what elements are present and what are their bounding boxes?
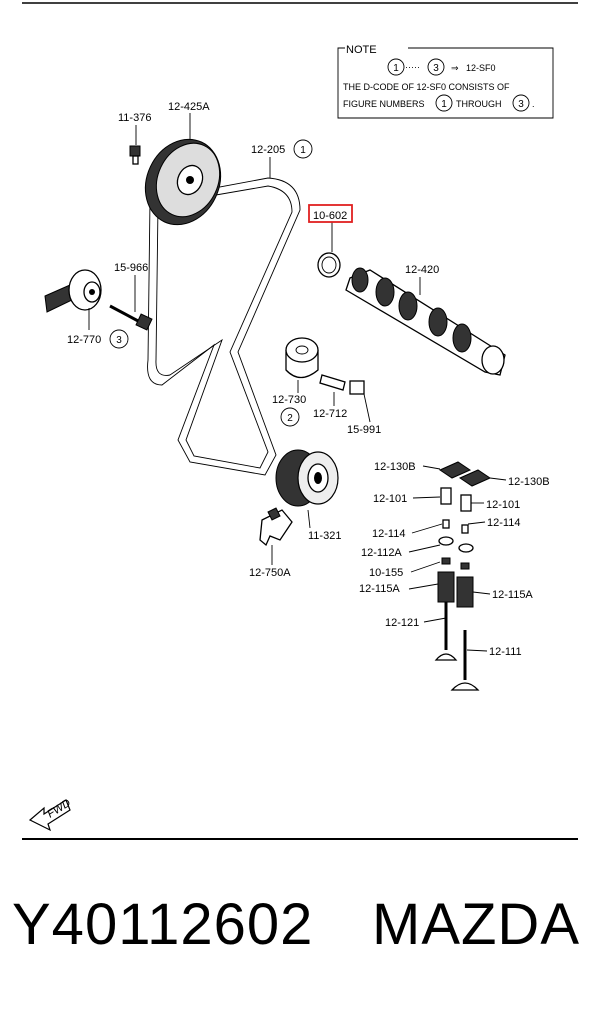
camshaft-bolt[interactable] — [129, 145, 141, 165]
rocker-arm-left[interactable] — [438, 461, 472, 479]
label-12-770-num: 3 — [116, 335, 122, 346]
label-12-750a: 12-750A — [249, 567, 291, 579]
brand-name: MAZDA — [372, 892, 580, 957]
valve-spring-left[interactable] — [437, 571, 455, 603]
valve-spring-right[interactable] — [456, 576, 474, 608]
valve-keeper-left[interactable] — [441, 557, 451, 565]
note-line2: THE D-CODE OF 12-SF0 CONSISTS OF — [343, 82, 510, 92]
highlight-box — [308, 204, 353, 223]
label-12-770: 12-770 — [67, 334, 101, 346]
label-12-112a: 12-112A — [361, 547, 402, 559]
part-number: Y40112602 — [12, 892, 314, 957]
crankshaft-pulley[interactable] — [275, 449, 339, 507]
valve-seal-left[interactable] — [442, 519, 450, 529]
label-12-115a-left: 12-115A — [359, 583, 400, 595]
note-range-end: 3 — [433, 63, 439, 74]
note-heading: NOTE — [346, 44, 377, 56]
label-11-376: 11-376 — [118, 112, 151, 124]
label-10-155: 10-155 — [369, 567, 403, 579]
belt-tensioner[interactable] — [44, 269, 102, 313]
label-12-712: 12-712 — [313, 408, 347, 420]
label-11-321: 11-321 — [308, 530, 341, 542]
label-12-121: 12-121 — [385, 617, 419, 629]
intake-valve[interactable] — [434, 602, 458, 661]
label-12-205: 12-205 — [251, 144, 285, 156]
spring-seat-right[interactable] — [458, 543, 474, 553]
label-12-205-num: 1 — [300, 145, 306, 156]
note-arrow: ⇒ — [451, 63, 459, 73]
note-line3-suffix: . — [532, 99, 535, 109]
lash-adjuster-right[interactable] — [460, 494, 472, 512]
label-12-420: 12-420 — [405, 264, 439, 276]
idler-nut[interactable] — [349, 380, 365, 395]
label-15-991: 15-991 — [347, 424, 381, 436]
label-12-101-right: 12-101 — [486, 499, 520, 511]
valve-train — [434, 461, 492, 691]
label-12-114-right: 12-114 — [487, 517, 520, 529]
idler-pulley[interactable] — [285, 337, 319, 379]
note-line3-end: 3 — [518, 99, 524, 110]
label-12-130b-left: 12-130B — [374, 461, 416, 473]
camshaft[interactable] — [345, 267, 506, 376]
label-12-111: 12-111 — [489, 646, 522, 658]
label-12-730: 12-730 — [272, 394, 306, 406]
valve-seal-right[interactable] — [461, 524, 469, 534]
lash-adjuster-left[interactable] — [440, 487, 452, 505]
note-box: NOTE 1 ····· 3 ⇒ 12-SF0 THE D-CODE OF 12… — [337, 44, 554, 119]
label-15-966: 15-966 — [114, 262, 148, 274]
note-line3-mid: THROUGH — [456, 99, 502, 109]
label-12-101-left: 12-101 — [373, 493, 407, 505]
exhaust-valve[interactable] — [450, 630, 480, 691]
fwd-arrow-icon: FWD — [28, 797, 73, 832]
timing-belt[interactable] — [147, 177, 301, 476]
label-12-130b-right: 12-130B — [508, 476, 550, 488]
tensioner-bolt[interactable] — [109, 304, 153, 331]
oil-seal[interactable] — [317, 252, 341, 278]
label-12-730-num: 2 — [287, 413, 293, 424]
spring-seat-left[interactable] — [438, 536, 454, 546]
camshaft-pulley[interactable] — [132, 127, 234, 237]
valve-keeper-right[interactable] — [460, 562, 470, 570]
label-12-115a-right: 12-115A — [492, 589, 533, 601]
note-line3-start: 1 — [441, 99, 447, 110]
note-line3-prefix: FIGURE NUMBERS — [343, 99, 425, 109]
note-code: 12-SF0 — [466, 63, 496, 73]
label-12-114-left: 12-114 — [372, 528, 405, 540]
note-range-start: 1 — [393, 63, 399, 74]
label-10-602: 10-602 — [313, 210, 347, 222]
note-range-dots: ····· — [405, 62, 420, 72]
idler-stud[interactable] — [319, 374, 346, 391]
label-12-425a: 12-425A — [168, 101, 210, 113]
belt-guide-bracket[interactable] — [259, 507, 293, 547]
